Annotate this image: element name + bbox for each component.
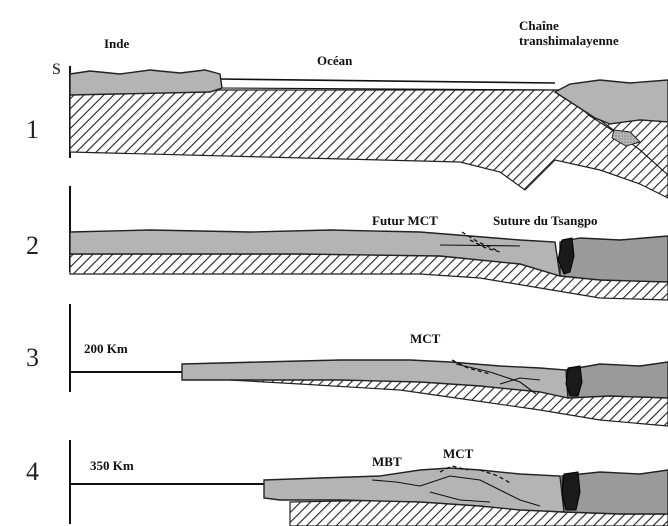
south-marker: S (52, 61, 61, 78)
label-scale-350km: 350 Km (90, 458, 134, 473)
label-mct-stage-3: MCT (410, 331, 441, 346)
stage-number-4: 4 (26, 457, 39, 486)
label-future-mct: Futur MCT (372, 213, 438, 228)
indian-continental-crust (70, 70, 222, 95)
label-tsangpo-suture: Suture du Tsangpo (493, 213, 598, 228)
stage-number-3: 3 (26, 343, 39, 372)
label-scale-200km: 200 Km (84, 341, 128, 356)
ocean-surface-line (220, 79, 555, 83)
label-mbt: MBT (372, 454, 402, 469)
stage-3-panel: 3 200 Km MCT (26, 304, 668, 426)
label-india: Inde (104, 36, 130, 51)
label-mct-stage-4: MCT (443, 446, 474, 461)
label-chain-line2: transhimalayenne (519, 33, 619, 48)
stage-4-suture (562, 472, 580, 510)
label-ocean: Océan (317, 53, 353, 68)
stage-2-panel: 2 Futur MCT Suture du Tsangpo (26, 186, 668, 300)
label-chain-line1: Chaîne (519, 18, 559, 33)
stage-4-panel: 4 350 Km MBT MCT (26, 440, 668, 526)
stage-number-2: 2 (26, 231, 39, 260)
stage-1-panel: 1 S Inde Océan Chaîne transhimalayenne (26, 18, 668, 198)
stage-3-suture (566, 366, 582, 396)
stage-number-1: 1 (26, 115, 39, 144)
stage-2-asian-crust (560, 236, 668, 282)
